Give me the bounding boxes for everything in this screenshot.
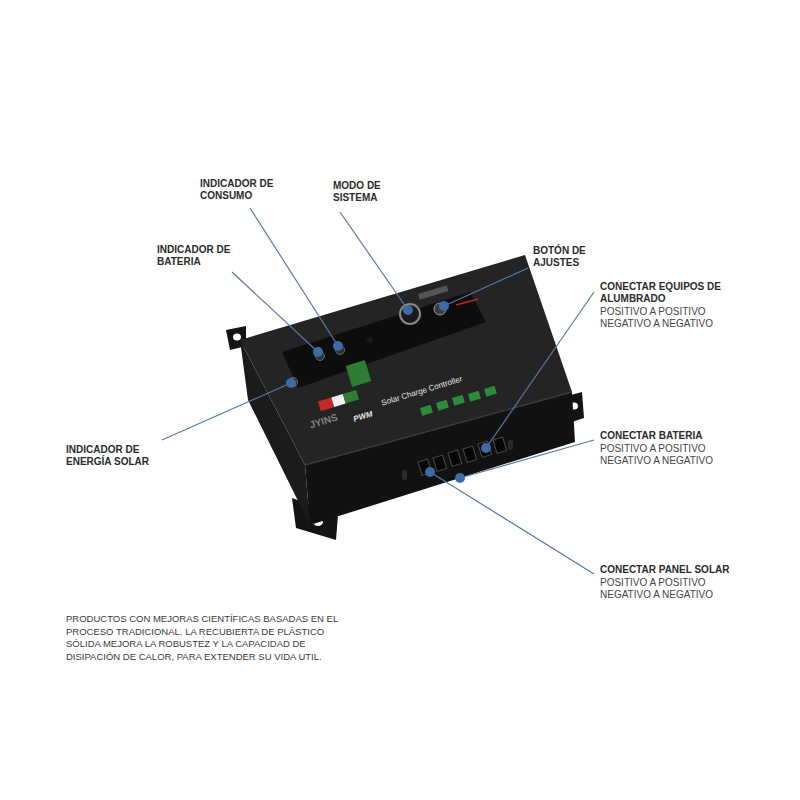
front-face (305, 392, 575, 525)
leader-line (232, 272, 318, 352)
callout-title: INDICADOR DE CONSUMO (200, 178, 292, 202)
red-mark (456, 299, 478, 305)
callout-note: POSITIVO A POSITIVO NEGATIVO A NEGATIVO (600, 306, 742, 330)
sticker-green (346, 360, 372, 387)
callout-title: CONECTAR PANEL SOLAR (600, 564, 770, 576)
description-text: PRODUCTOS CON MEJORAS CIENTÍFICAS BASADA… (66, 613, 351, 663)
terminal-mark (452, 395, 465, 406)
callout-note: POSITIVO A POSITIVO NEGATIVO A NEGATIVO (600, 577, 742, 601)
terminal-mark (420, 405, 433, 416)
sticker-red (318, 398, 334, 412)
leader-dot (455, 473, 465, 483)
leader-line (486, 292, 594, 448)
callout-note: POSITIVO A POSITIVO NEGATIVO A NEGATIVO (600, 443, 742, 467)
terminal-mark (436, 400, 449, 411)
leader-dot (481, 443, 491, 453)
mounting-hole (233, 334, 241, 341)
callout-title: MODO DE SISTEMA (333, 180, 408, 204)
device-label: Solar Charge Controller (380, 373, 464, 409)
leader-dot (425, 467, 435, 477)
terminal-slot (448, 450, 462, 466)
leader-dot (313, 347, 323, 357)
watermark: JYINS (308, 412, 339, 432)
terminal-mark (484, 386, 497, 397)
mode-display (400, 304, 420, 324)
callout-title: CONECTAR EQUIPOS DE ALUMBRADO (600, 281, 724, 305)
brand-text: PWM (352, 408, 374, 425)
terminal-mark (468, 391, 481, 402)
callout-title: INDICADOR DE BATERIA (157, 244, 249, 268)
sticker-green (343, 390, 359, 404)
edge-highlight (305, 392, 572, 465)
leader-line (430, 472, 594, 574)
terminal-slot (433, 455, 447, 471)
vent (508, 440, 513, 450)
panel-mark (418, 285, 448, 300)
sensor-dot (367, 337, 373, 343)
leader-line (444, 268, 528, 306)
callout-title: BOTÓN DE AJUSTES (533, 245, 608, 269)
leader-line (250, 208, 338, 346)
terminal-slot (493, 437, 507, 453)
leader-dot (333, 341, 343, 351)
leader-line (340, 212, 408, 310)
leader-dot (439, 301, 449, 311)
leader-dot (403, 305, 413, 315)
terminal-slot (463, 446, 477, 462)
leader-line (460, 440, 594, 478)
callout-title: CONECTAR BATERIA (600, 430, 770, 442)
vent (402, 470, 407, 480)
callout-title: INDICADOR DE ENERGÍA SOLAR (66, 444, 166, 468)
leader-line (162, 383, 291, 440)
leader-dot (286, 378, 296, 388)
